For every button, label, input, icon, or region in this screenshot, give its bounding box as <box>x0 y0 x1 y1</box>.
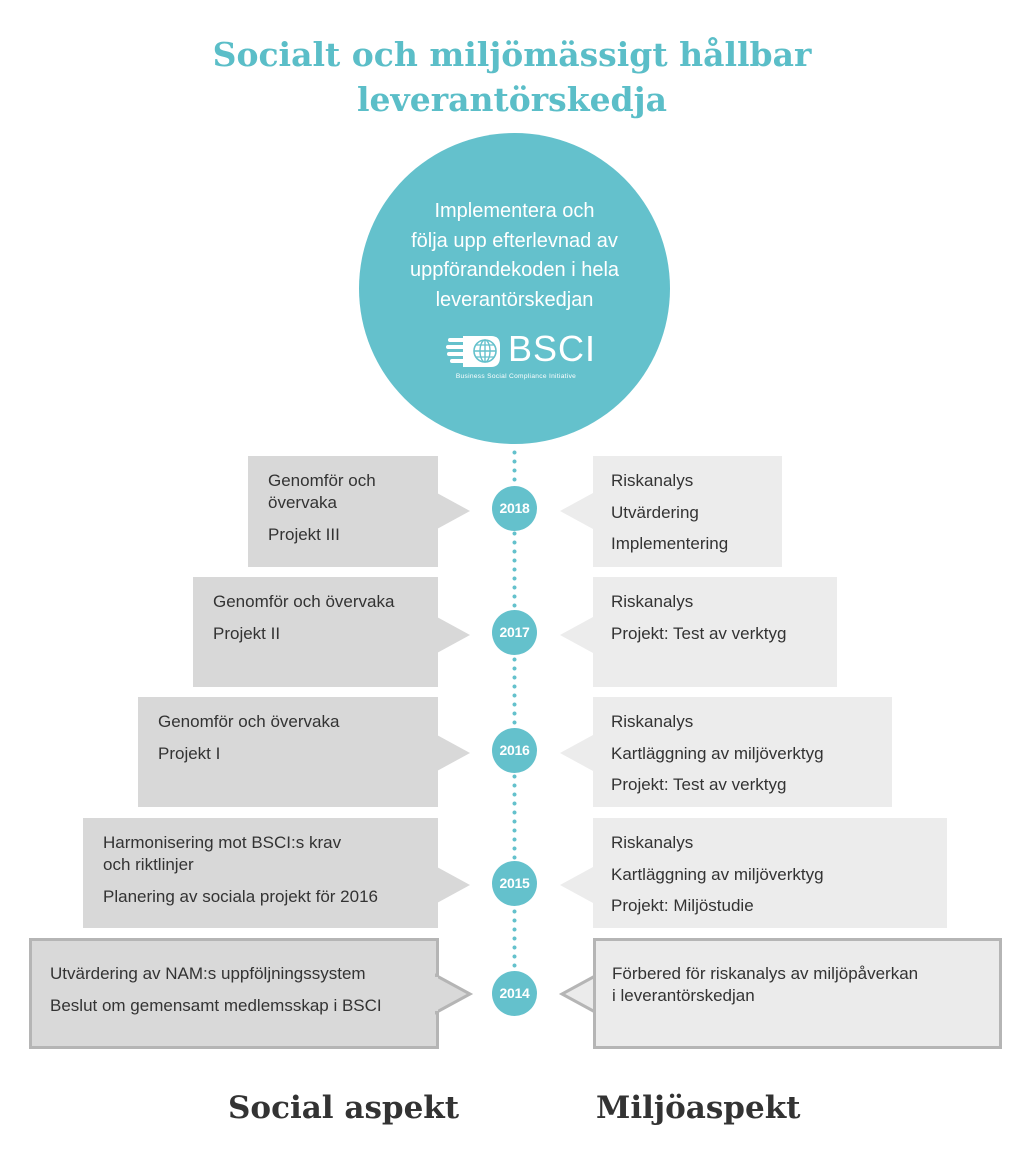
social-item: Genomför och övervaka <box>213 592 395 611</box>
social-box-2016: Genomför och övervaka Projekt I <box>138 697 438 807</box>
social-item: Projekt II <box>213 623 281 643</box>
page-title: Socialt och miljömässigt hållbar leveran… <box>0 32 1024 122</box>
title-line-2: leverantörskedja <box>357 80 667 119</box>
goal-line: följa upp efterlevnad av <box>411 229 618 252</box>
year-marker-2014: 2014 <box>492 971 537 1016</box>
social-item: Planering av sociala projekt för 2016 <box>103 886 378 906</box>
social-item: Beslut om gemensamt medlemsskap i BSCI <box>50 995 382 1015</box>
goal-line: leverantörskedjan <box>435 288 594 311</box>
social-pointer-2018 <box>437 493 470 529</box>
goal-line: uppförandekoden i hela <box>409 259 620 281</box>
year-marker-2017: 2017 <box>492 610 537 655</box>
social-item: Harmonisering mot BSCI:s krav och riktli… <box>103 833 342 874</box>
env-pointer-2017 <box>560 617 593 653</box>
social-pointer-2014 <box>435 973 474 1015</box>
env-pointer-2016 <box>560 735 593 771</box>
year-marker-2015: 2015 <box>492 861 537 906</box>
environment-item: Implementering <box>611 534 729 553</box>
year-marker-2016: 2016 <box>492 728 537 773</box>
environment-item: Riskanalys <box>611 471 694 490</box>
environment-item: Riskanalys <box>611 712 694 731</box>
environment-aspect-label: Miljöaspekt <box>596 1090 801 1126</box>
social-item: Genomför och övervaka <box>158 712 340 731</box>
environment-box-2017: Riskanalys Projekt: Test av verktyg <box>593 577 837 687</box>
social-pointer-2017 <box>437 617 470 653</box>
timeline-line <box>512 448 517 978</box>
bsci-logo: BSCI Business Social Compliance Initiati… <box>445 329 595 383</box>
social-pointer-2016 <box>437 735 470 771</box>
social-item: Projekt III <box>268 524 340 544</box>
social-item: Genomför och övervaka <box>268 471 376 512</box>
env-pointer-2018 <box>560 493 593 529</box>
social-aspect-label: Social aspekt <box>228 1090 460 1126</box>
social-box-2014: Utvärdering av NAM:s uppföljningssystem … <box>29 938 439 1049</box>
environment-item: Kartläggning av miljöverktyg <box>611 864 824 884</box>
goal-circle: Implementera och följa upp efterlevnad a… <box>359 133 670 444</box>
environment-box-2018: Riskanalys Utvärdering Implementering <box>593 456 782 567</box>
goal-line: Implementera och <box>434 200 595 222</box>
year-marker-2018: 2018 <box>492 486 537 531</box>
env-pointer-2015 <box>560 867 593 903</box>
environment-item: Riskanalys <box>611 833 694 852</box>
environment-box-2015: Riskanalys Kartläggning av miljöverktyg … <box>593 818 947 928</box>
environment-item: Utvärdering <box>611 502 699 522</box>
bsci-logo-subtitle: Business Social Compliance Initiative <box>455 373 577 380</box>
social-item: Projekt I <box>158 743 221 763</box>
environment-item: Riskanalys <box>611 592 694 611</box>
goal-text: Implementera och följa upp efterlevnad a… <box>389 197 640 315</box>
social-pointer-2015 <box>437 867 470 903</box>
social-box-2017: Genomför och övervaka Projekt II <box>193 577 438 687</box>
title-line-1: Socialt och miljömässigt hållbar <box>212 35 812 74</box>
social-box-2018: Genomför och övervaka Projekt III <box>248 456 438 567</box>
environment-item: Projekt: Miljöstudie <box>611 896 754 915</box>
social-item: Utvärdering av NAM:s uppföljningssystem <box>50 964 366 983</box>
hand-globe-icon <box>446 336 500 367</box>
environment-item: Projekt: Test av verktyg <box>611 623 787 643</box>
bsci-logo-text: BSCI <box>508 328 597 369</box>
social-box-2015: Harmonisering mot BSCI:s krav och riktli… <box>83 818 438 928</box>
env-pointer-2014 <box>558 973 597 1015</box>
environment-item: Kartläggning av miljöverktyg <box>611 743 824 763</box>
environment-item: Projekt: Test av verktyg <box>611 775 787 794</box>
environment-box-2016: Riskanalys Kartläggning av miljöverktyg … <box>593 697 892 807</box>
environment-box-2014: Förbered för riskanalys av miljöpåverkan… <box>593 938 1002 1049</box>
environment-item: Förbered för riskanalys av miljöpåverkan… <box>612 964 919 1005</box>
